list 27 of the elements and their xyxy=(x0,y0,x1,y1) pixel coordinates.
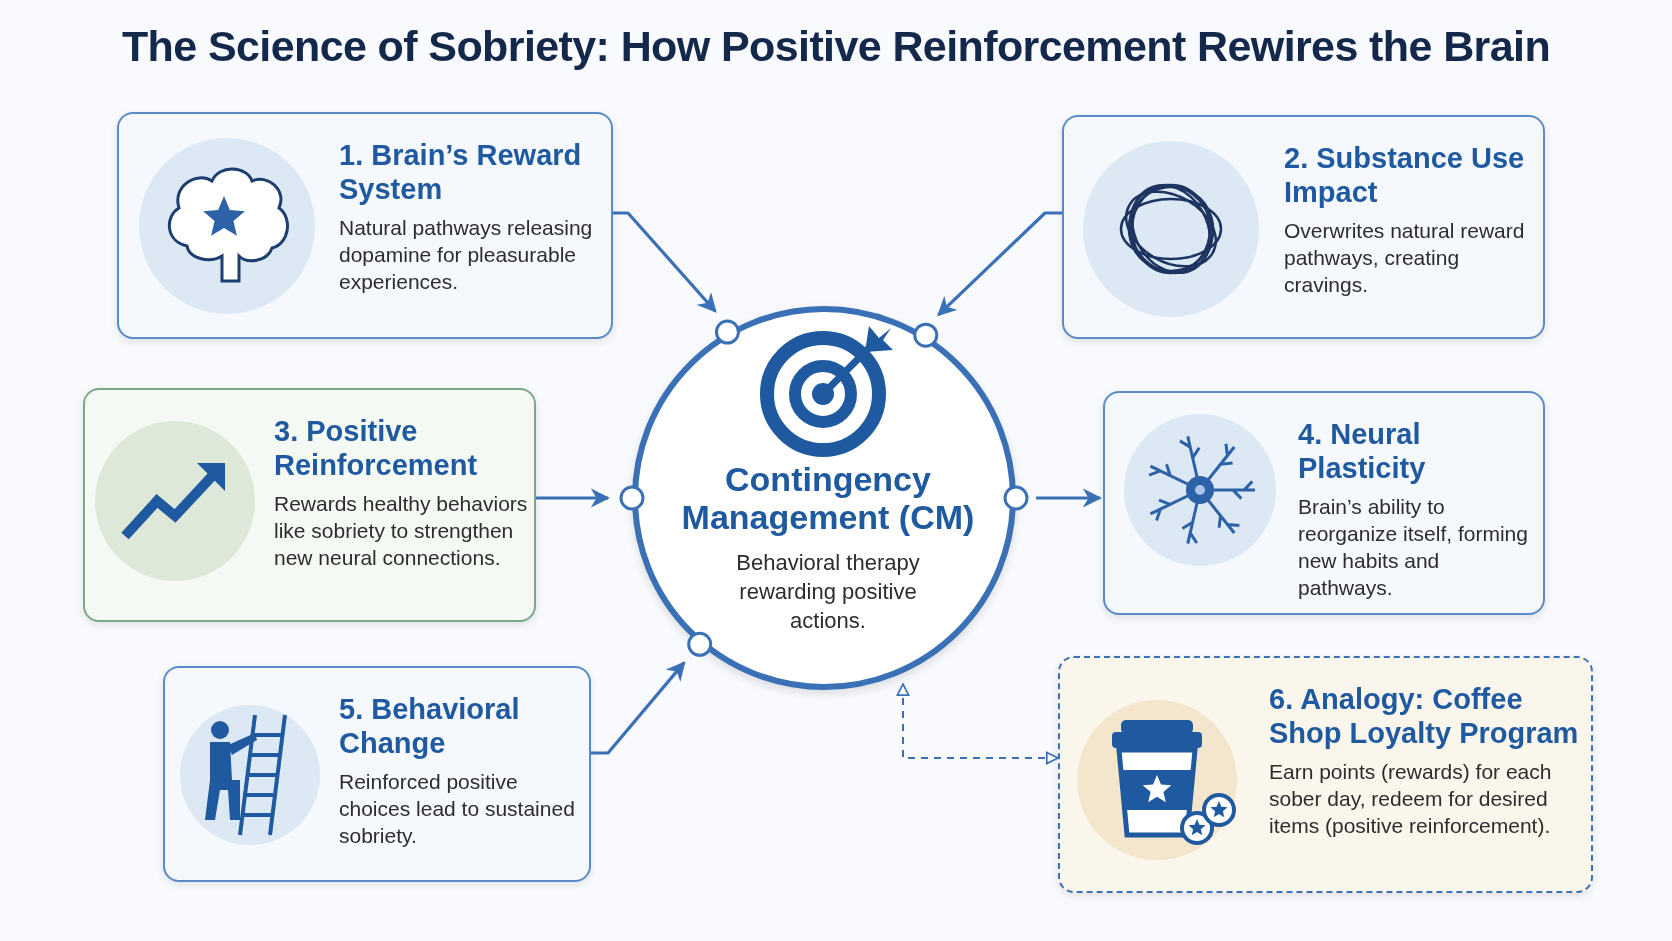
arrow xyxy=(591,661,686,755)
heading: 2. Substance Use Impact xyxy=(1284,141,1526,209)
arrow xyxy=(1036,488,1102,508)
heading: 3. Positive Reinforcement xyxy=(274,414,479,482)
info-card xyxy=(163,666,591,882)
analogy-card xyxy=(1058,656,1593,893)
description: Rewards healthy behaviors like sobriety to strengthen new neural connections. xyxy=(274,491,529,571)
heading: 5. Behavioral Change xyxy=(339,692,521,760)
description: Behavioral therapy rewarding positive actions. xyxy=(735,549,921,635)
heading: Contingency Management (CM) xyxy=(680,460,976,536)
dashed-arrow xyxy=(896,683,1059,765)
description: Natural pathways releasing dopamine for pleasurable experiences. xyxy=(339,215,594,295)
arrow xyxy=(937,211,1062,317)
description: Earn points (rewards) for each sober day, redeem for desired items (positive reinforcement). xyxy=(1269,759,1553,839)
info-card xyxy=(83,388,536,622)
info-card xyxy=(1062,115,1545,339)
heading: 4. Neural Plasticity xyxy=(1298,417,1427,485)
info-card xyxy=(117,112,613,339)
description: Overwrites natural reward pathways, creating cravings. xyxy=(1284,218,1526,298)
description: Brain’s ability to reorganize itself, forming new habits and pathways. xyxy=(1298,494,1529,601)
info-card xyxy=(1103,391,1545,615)
title: The Science of Sobriety: How Positive Reinforcement Rewires the Brain xyxy=(120,22,1552,71)
arrow xyxy=(613,211,717,313)
description: Reinforced positive choices lead to sustained sobriety. xyxy=(339,769,576,849)
heading: 1. Brain’s Reward System xyxy=(339,138,583,206)
arrow xyxy=(536,488,610,508)
heading: 6. Analogy: Coffee Shop Loyalty Program xyxy=(1269,682,1580,750)
